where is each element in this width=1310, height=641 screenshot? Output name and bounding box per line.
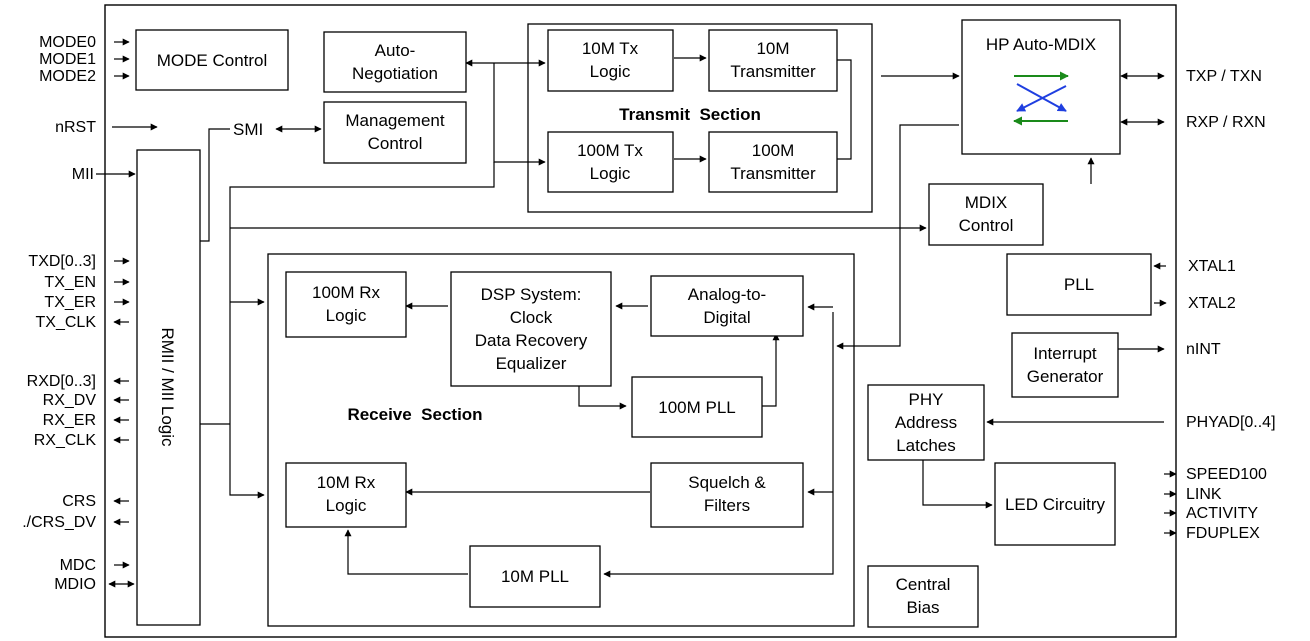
interrupt-generator-block: Interrupt Generator [1011, 332, 1119, 398]
pin-mdio: MDIO [54, 576, 96, 593]
central-bias-label-2: Bias [906, 598, 939, 617]
squelch-filters-label-2: Filters [704, 496, 750, 515]
pin-nint: nINT [1186, 341, 1221, 358]
tx10-logic-label-2: Logic [590, 62, 631, 81]
pin-mode1: MODE1 [39, 51, 96, 68]
pin-mode2: MODE2 [39, 68, 96, 85]
rx100-logic-label-2: Logic [326, 306, 367, 325]
pin-rx-er: RX_ER [43, 412, 96, 429]
pin-tx-clk: TX_CLK [36, 314, 97, 331]
central-bias-block: Central Bias [867, 565, 979, 628]
hp-auto-mdix-label: HP Auto-MDIX [986, 35, 1096, 54]
transmit-section-title: Transmit Section [619, 105, 761, 124]
management-control-label-2: Control [368, 134, 423, 153]
auto-negotiation-label-2: Negotiation [352, 64, 438, 83]
tx10-transmitter-block: 10M Transmitter [708, 29, 838, 92]
pin-mii: MII [72, 166, 94, 183]
pin-link: LINK [1186, 486, 1222, 503]
wires [96, 38, 1177, 588]
tx100-logic-label-2: Logic [590, 164, 631, 183]
led-circuitry-label: LED Circuitry [1005, 495, 1106, 514]
tx10-transmitter-label-2: Transmitter [730, 62, 816, 81]
pll10-block: 10M PLL [469, 545, 601, 608]
mdix-control-label-2: Control [959, 216, 1014, 235]
rx10-logic-block: 10M Rx Logic [285, 462, 407, 528]
mdix-control-block: MDIX Control [928, 183, 1044, 246]
tx100-logic-label-1: 100M Tx [577, 141, 643, 160]
phy-address-latches-label-1: PHY [909, 390, 944, 409]
tx10-transmitter-label-1: 10M [756, 39, 789, 58]
pin-activity: ACTIVITY [1186, 505, 1258, 522]
pin-txp-txn: TXP / TXN [1186, 68, 1262, 85]
right-pin-labels: TXP / TXN RXP / RXN XTAL1 XTAL2 nINT PHY… [1186, 68, 1276, 542]
rmii-logic-block: RMII / MII Logic [136, 149, 201, 626]
led-circuitry-block: LED Circuitry [994, 462, 1116, 546]
pin-nrst: nRST [55, 119, 96, 136]
auto-negotiation-block: Auto- Negotiation [323, 31, 467, 93]
pin-fduplex: FDUPLEX [1186, 525, 1260, 542]
pin-rxd: RXD[0..3] [27, 373, 96, 390]
pin-crs-dv: ./CRS_DV [22, 514, 96, 531]
rx100-logic-label-1: 100M Rx [312, 283, 381, 302]
pin-rxp-rxn: RXP / RXN [1186, 114, 1266, 131]
pll10-label: 10M PLL [501, 567, 569, 586]
tx100-logic-block: 100M Tx Logic [547, 131, 674, 193]
pin-mode0: MODE0 [39, 34, 96, 51]
pll100-block: 100M PLL [631, 376, 763, 438]
analog-to-digital-block: Analog-to- Digital [650, 275, 804, 337]
tx100-transmitter-label-1: 100M [752, 141, 795, 160]
management-control-label-1: Management [345, 111, 445, 130]
phy-address-latches-label-3: Latches [896, 436, 956, 455]
squelch-filters-label-1: Squelch & [688, 473, 766, 492]
left-pin-labels: MODE0 MODE1 MODE2 nRST MII TXD[0..3] TX_… [22, 34, 96, 593]
pin-xtal1: XTAL1 [1188, 258, 1236, 275]
dsp-system-label-4: Equalizer [496, 354, 567, 373]
central-bias-label-1: Central [896, 575, 951, 594]
tx100-transmitter-block: 100M Transmitter [708, 131, 838, 193]
pin-phyad: PHYAD[0..4] [1186, 414, 1276, 431]
tx10-logic-block: 10M Tx Logic [547, 29, 674, 92]
mdix-control-label-1: MDIX [965, 193, 1008, 212]
dsp-system-block: DSP System: Clock Data Recovery Equalize… [450, 271, 612, 387]
pin-mdc: MDC [60, 557, 96, 574]
tx100-transmitter-label-2: Transmitter [730, 164, 816, 183]
pll-block: PLL [1006, 253, 1152, 316]
pin-crs: CRS [62, 493, 96, 510]
analog-to-digital-label-2: Digital [703, 308, 750, 327]
smi-label: SMI [233, 120, 263, 139]
pll100-label: 100M PLL [658, 398, 736, 417]
analog-to-digital-label-1: Analog-to- [688, 285, 766, 304]
rx10-logic-label-2: Logic [326, 496, 367, 515]
pin-rx-dv: RX_DV [43, 392, 97, 409]
rx10-logic-label-1: 10M Rx [317, 473, 376, 492]
auto-negotiation-label-1: Auto- [375, 41, 416, 60]
interrupt-generator-label-1: Interrupt [1033, 344, 1097, 363]
pin-tx-er: TX_ER [44, 294, 96, 311]
management-control-block: Management Control [323, 101, 467, 164]
crossover-arrows-icon [1013, 71, 1069, 126]
dsp-system-label-3: Data Recovery [475, 331, 588, 350]
pin-rx-clk: RX_CLK [34, 432, 97, 449]
dsp-system-label-1: DSP System: [481, 285, 582, 304]
receive-section-title: Receive Section [347, 405, 482, 424]
dsp-system-label-2: Clock [510, 308, 553, 327]
squelch-filters-block: Squelch & Filters [650, 462, 804, 528]
rx100-logic-block: 100M Rx Logic [285, 271, 407, 338]
mode-control-label: MODE Control [157, 51, 268, 70]
mode-control-block: MODE Control [135, 29, 289, 91]
pll-label: PLL [1064, 275, 1094, 294]
pin-xtal2: XTAL2 [1188, 295, 1236, 312]
pin-speed100: SPEED100 [1186, 466, 1267, 483]
rmii-logic-label: RMII / MII Logic [158, 327, 177, 447]
pin-tx-en: TX_EN [44, 274, 96, 291]
pin-txd: TXD[0..3] [28, 253, 96, 270]
tx10-logic-label-1: 10M Tx [582, 39, 639, 58]
interrupt-generator-label-2: Generator [1027, 367, 1104, 386]
phy-address-latches-block: PHY Address Latches [867, 384, 985, 461]
phy-address-latches-label-2: Address [895, 413, 957, 432]
hp-auto-mdix-block: HP Auto-MDIX [961, 19, 1121, 155]
